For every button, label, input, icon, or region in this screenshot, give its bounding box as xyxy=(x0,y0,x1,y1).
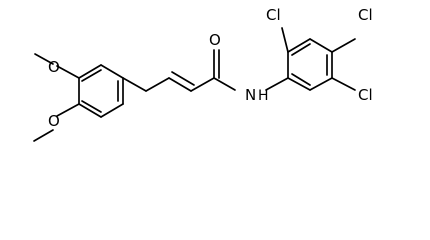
left-ring-double-3 xyxy=(81,100,102,113)
carbonyl-to-nitrogen-bond xyxy=(213,77,236,91)
left-ring-bond-4 xyxy=(100,103,124,118)
left-ring-bond-1 xyxy=(78,64,102,79)
right-ring-bond-2 xyxy=(309,77,333,91)
alkene-bond-main xyxy=(168,77,192,92)
methoxy-bottom-bond-o-c xyxy=(56,103,80,117)
nitrogen-to-ring-bond xyxy=(265,77,289,91)
left-ring-double-1 xyxy=(81,69,102,82)
structure-canvas: O O O N H Cl Cl Cl xyxy=(33,6,373,142)
methoxy-top-o-label: O xyxy=(48,58,60,76)
chlorine-top-right-bond xyxy=(331,38,356,53)
right-ring-bond-4 xyxy=(309,38,333,53)
left-ring-bond-5 xyxy=(78,103,102,118)
methoxy-top-bond-ch3 xyxy=(34,53,54,65)
right-ring-bond-5 xyxy=(287,38,311,53)
chlorine-bottom-right-bond xyxy=(331,77,356,91)
chlorine-bottom-right-label: Cl xyxy=(358,86,373,104)
amide-n-label: N xyxy=(245,86,256,104)
structure-svg: O O O N H Cl Cl Cl xyxy=(33,6,373,142)
methoxy-bottom-bond-ch3 xyxy=(33,129,54,142)
ring-to-alkene-bond xyxy=(122,77,147,92)
right-ring-bond-1 xyxy=(287,77,311,91)
amide-h-label: H xyxy=(258,88,269,104)
alkene-bond-inner xyxy=(171,71,195,86)
alkene-single-bond xyxy=(145,77,170,92)
alkene-to-carbonyl-bond xyxy=(190,77,215,92)
methoxy-top-bond-o-c xyxy=(56,65,80,79)
left-ring-bond-2 xyxy=(100,64,124,79)
right-ring-double-1 xyxy=(291,73,311,86)
right-ring-double-3 xyxy=(291,43,311,56)
methoxy-bottom-o-label: O xyxy=(48,112,60,130)
chlorine-top-right-label: Cl xyxy=(358,6,373,24)
chlorine-top-left-bond xyxy=(281,27,289,53)
chlorine-top-left-label: Cl xyxy=(266,6,281,24)
carbonyl-o-label: O xyxy=(209,31,221,49)
